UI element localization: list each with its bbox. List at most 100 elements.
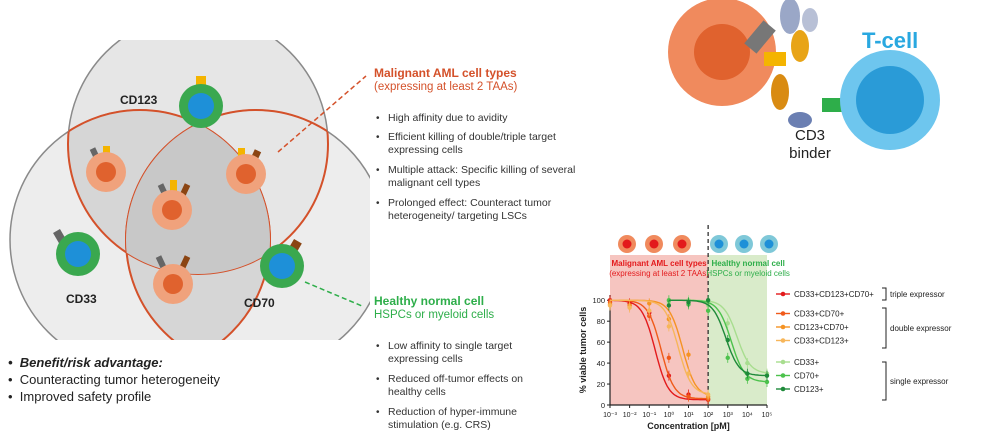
y-tick-label: 20	[597, 380, 605, 389]
malignant-cell-triple-icon	[152, 180, 192, 230]
legend-marker	[780, 386, 786, 392]
group-triple-brace	[882, 287, 887, 301]
group-single-brace	[882, 361, 887, 401]
malignant-cell-cd33-cd123-icon	[86, 146, 126, 192]
region-title-healthy: Healthy normal cell	[711, 259, 784, 268]
venn-label-cd123: CD123	[120, 93, 158, 107]
series-line	[610, 299, 709, 395]
malignant-region	[610, 255, 709, 405]
legend-marker	[780, 373, 786, 378]
legend-label: CD70+	[794, 372, 819, 381]
trispecific-binder-icon	[764, 0, 818, 128]
series-line	[668, 299, 767, 377]
data-point	[725, 321, 730, 326]
series-line	[609, 299, 709, 401]
legend-marker	[780, 324, 786, 330]
dose-response-chart: Malignant AML cell types(expressing at l…	[578, 225, 952, 431]
legend-label: CD123+	[794, 385, 824, 394]
data-point	[725, 337, 730, 343]
legend-marker	[780, 291, 786, 297]
x-tick-label: 10¹	[683, 412, 694, 419]
benefit-item: • Improved safety profile	[8, 389, 152, 404]
malignant-bullet: Prolonged effect: Counteract tumor heter…	[376, 197, 588, 223]
data-point	[705, 308, 711, 313]
healthy-bullet: Low affinity to single target expressing…	[376, 340, 558, 366]
data-point	[666, 303, 672, 308]
venn-diagram	[9, 40, 370, 340]
x-tick-label: 10⁻²	[623, 412, 637, 419]
tcell-label: T-cell	[862, 28, 919, 53]
benefit-heading: • Benefit/risk advantage:	[8, 355, 163, 370]
x-axis-label: Concentration [pM]	[647, 421, 730, 431]
region-title-malignant: Malignant AML cell types	[611, 259, 707, 268]
malignant-bullet: Efficient killing of double/triple targe…	[376, 131, 588, 157]
healthy-subtitle: HSPCs or myeloid cells	[374, 309, 495, 321]
target-antigen-icon	[744, 20, 776, 54]
region-subtitle-healthy: HSPCs or myeloid cells	[706, 269, 790, 278]
healthy-cell-nucleus	[714, 239, 724, 249]
group-double-label: double expressor	[890, 324, 952, 333]
connector-lines	[277, 75, 367, 307]
venn-label-cd33: CD33	[66, 292, 97, 306]
malignant-cell-cd33-cd70-icon	[153, 255, 193, 304]
healthy-cell-cd33-icon	[53, 228, 100, 276]
malignant-bullet: Multiple attack: Specific killing of sev…	[376, 164, 588, 190]
malignant-cell-nucleus	[649, 239, 659, 249]
benefit-block: • Benefit/risk advantage: • Counteractin…	[8, 355, 220, 404]
y-tick-label: 80	[597, 317, 605, 326]
x-tick-label: 10⁴	[742, 412, 753, 419]
legend-label: CD33+CD70+	[794, 310, 845, 319]
data-point	[666, 355, 672, 361]
data-point	[666, 298, 672, 303]
x-tick-label: 10⁻¹	[642, 412, 656, 419]
group-triple-label: triple expressor	[890, 290, 945, 299]
y-tick-label: 60	[597, 338, 605, 347]
data-point	[666, 324, 672, 329]
legend-marker	[780, 338, 786, 343]
data-point	[647, 308, 652, 313]
legend-label: CD33+CD123+	[794, 337, 849, 346]
legend-label: CD123+CD70+	[794, 323, 849, 332]
data-point	[627, 305, 632, 310]
x-tick-label: 10⁰	[664, 411, 675, 419]
cd3-binder-line2: binder	[789, 145, 831, 162]
data-point	[725, 355, 730, 361]
malignant-cell-cd123-cd70-icon	[226, 148, 266, 194]
healthy-cell-cd123-icon	[179, 76, 223, 128]
benefit-item: • Counteracting tumor heterogeneity	[8, 372, 220, 387]
cd3-binder-label: CD3 binder	[785, 127, 835, 163]
data-point	[764, 379, 770, 385]
data-point	[686, 394, 691, 399]
malignant-subtitle: (expressing at least 2 TAAs)	[374, 81, 518, 93]
healthy-cell-nucleus	[739, 239, 749, 249]
data-point	[607, 303, 613, 308]
malignant-title: Malignant AML cell types	[374, 66, 517, 80]
malignant-cell-nucleus	[622, 239, 632, 249]
malignant-bullet: High affinity due to avidity	[376, 112, 588, 125]
data-point	[705, 298, 711, 303]
y-tick-label: 100	[592, 296, 605, 305]
legend-marker	[780, 311, 786, 316]
x-tick-label: 10²	[703, 412, 714, 419]
x-tick-label: 10⁵	[762, 412, 773, 419]
data-point	[686, 352, 691, 357]
data-point	[745, 360, 750, 366]
healthy-cell-cd70-icon	[260, 238, 304, 288]
y-tick-label: 40	[597, 359, 605, 368]
tcell-illustration	[668, 0, 940, 150]
cd3-binder-line1: CD3	[794, 127, 825, 144]
x-tick-label: 10³	[723, 412, 734, 419]
healthy-bullet: Reduction of hyper-immune stimulation (e…	[376, 406, 558, 432]
data-point	[705, 392, 711, 397]
legend-marker	[780, 359, 786, 365]
group-single-label: single expressor	[890, 377, 949, 386]
malignant-cell-nucleus	[677, 239, 687, 249]
legend-label: CD33+CD123+CD70+	[794, 290, 874, 299]
data-point	[745, 376, 750, 382]
region-subtitle-malignant: (expressing at least 2 TAAs)	[609, 269, 709, 278]
legend-label: CD33+	[794, 358, 819, 367]
healthy-cell-nucleus	[764, 239, 774, 249]
y-tick-label: 0	[601, 401, 605, 410]
data-point	[686, 300, 691, 305]
data-point	[686, 371, 691, 376]
